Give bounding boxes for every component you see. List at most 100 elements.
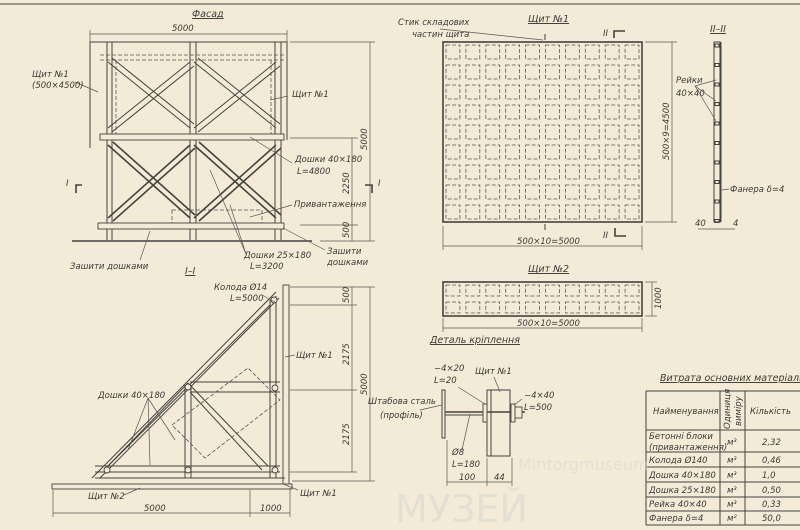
- slat-cell: [565, 64, 580, 80]
- slat-mark: [714, 63, 720, 67]
- row-name: Дошка 25×180: [648, 486, 716, 496]
- label-plate-large: −4×40: [524, 391, 554, 401]
- label-boards-25: Дошки 25×180: [243, 251, 311, 261]
- slat-cell: [584, 124, 600, 140]
- label-slats: Рейки: [676, 76, 703, 86]
- slat-cell: [624, 64, 640, 80]
- table-row: Рейка 40×40 м³ 0,33: [649, 500, 781, 510]
- slat-mark: [714, 82, 720, 87]
- slat-mark: [714, 180, 720, 184]
- slat-cell: [604, 64, 620, 80]
- slat-cell: [485, 284, 501, 297]
- slat-cell: [505, 184, 521, 200]
- label-sheath-left: Зашити дошками: [70, 262, 149, 272]
- label-shield1-facade: Щит №1: [32, 70, 69, 80]
- table-row: Дошка 40×180 м³ 1,0: [648, 471, 776, 481]
- detail-title: Деталь кріплення: [429, 335, 520, 346]
- slat-cell: [565, 284, 580, 297]
- shield-2-view: Щит №2 500×10=5000 1000: [442, 264, 664, 332]
- slat-cell: [445, 124, 461, 140]
- slat-cell: [485, 84, 501, 100]
- label-shield1-size: (500×4500): [32, 81, 84, 91]
- slat-cell: [525, 184, 540, 200]
- slat-cell: [445, 284, 461, 297]
- slat-cell: [505, 164, 521, 180]
- label-detail-shield: Щит №1: [475, 367, 512, 377]
- label-boards-40-length: L=4800: [297, 167, 331, 177]
- shield-1-outline: [442, 41, 643, 223]
- facade-lower-braces: [107, 141, 282, 222]
- facade-upper-braces: [107, 57, 281, 133]
- label-rod: Ø8: [451, 447, 465, 458]
- slat-cell: [505, 124, 521, 140]
- dim-44: 44: [494, 473, 505, 483]
- slat-cell: [445, 184, 461, 200]
- slat-cell: [565, 144, 580, 160]
- slat-cell: [525, 164, 540, 180]
- section-dim-total: 5000: [360, 373, 370, 395]
- facade-view: Фасад 5000: [32, 9, 381, 272]
- facade-dim-width: 5000: [172, 24, 194, 34]
- facade-shield-outline: [89, 41, 288, 148]
- section-2-view: II–II Рейки 40×40 Фанера δ=4 40 4: [676, 24, 784, 230]
- table-row: Дошка 25×180 м³ 0,50: [648, 486, 781, 496]
- slat-cell: [565, 44, 580, 60]
- slat-cell: [584, 84, 600, 100]
- row-unit: м³: [727, 456, 737, 466]
- slat-cell: [584, 284, 600, 297]
- slat-cell: [505, 284, 521, 297]
- slat-cell: [545, 284, 560, 297]
- section-log-nodes: [103, 296, 279, 474]
- label-joint-2: частин щита: [412, 30, 469, 40]
- slat-cell: [445, 164, 461, 180]
- slat-cell: [604, 84, 620, 100]
- section-1-view: I–I 500 2175 2175 5000: [51, 266, 375, 517]
- slat-cell: [604, 124, 620, 140]
- row-unit: м³: [727, 438, 737, 448]
- slat-cell: [604, 104, 620, 120]
- slat-cell: [465, 301, 481, 314]
- slat-mark: [714, 121, 720, 126]
- slat-cell: [584, 144, 600, 160]
- row-qty: 0,50: [762, 486, 781, 496]
- label-section-shield1: Щит №1: [296, 351, 333, 361]
- slat-cell: [584, 204, 600, 220]
- slat-cell: [465, 164, 481, 180]
- row-name: Рейка 40×40: [649, 500, 707, 510]
- watermark-logo: МУЗЕЙ: [395, 487, 528, 530]
- slat-cell: [565, 104, 580, 120]
- label-ballast: Привантаження: [294, 200, 366, 210]
- slat-cell: [565, 124, 580, 140]
- row-name-2: (привантаження): [649, 443, 727, 453]
- row-name: Бетонні блоки: [649, 432, 713, 442]
- facade-dim-2250: 2250: [342, 172, 352, 194]
- label-steel-strip-2: (профіль): [380, 411, 423, 421]
- slat-cell: [485, 44, 501, 60]
- slat-cell: [445, 44, 461, 60]
- slat-cell: [485, 104, 501, 120]
- slat-cell: [525, 284, 540, 297]
- slat-cell: [485, 164, 501, 180]
- slat-cell: [584, 64, 600, 80]
- slat-cell: [445, 144, 461, 160]
- section-2-slat-marks: [714, 43, 720, 223]
- slat-cell: [525, 204, 540, 220]
- dim-40: 40: [695, 219, 706, 229]
- slat-cell: [584, 184, 600, 200]
- row-unit: м³: [727, 471, 737, 481]
- label-slats-size: 40×40: [676, 89, 705, 99]
- slat-cell: [565, 164, 580, 180]
- slat-cell: [465, 144, 481, 160]
- shield-1-title: Щит №1: [528, 14, 569, 25]
- slat-cell: [604, 164, 620, 180]
- slat-cell: [485, 204, 501, 220]
- slat-cell: [545, 164, 560, 180]
- section-mark-left: I: [66, 179, 69, 189]
- slat-cell: [465, 184, 481, 200]
- slat-cell: [604, 184, 620, 200]
- slat-cell: [465, 284, 481, 297]
- slat-cell: [624, 44, 640, 60]
- slat-cell: [525, 64, 540, 80]
